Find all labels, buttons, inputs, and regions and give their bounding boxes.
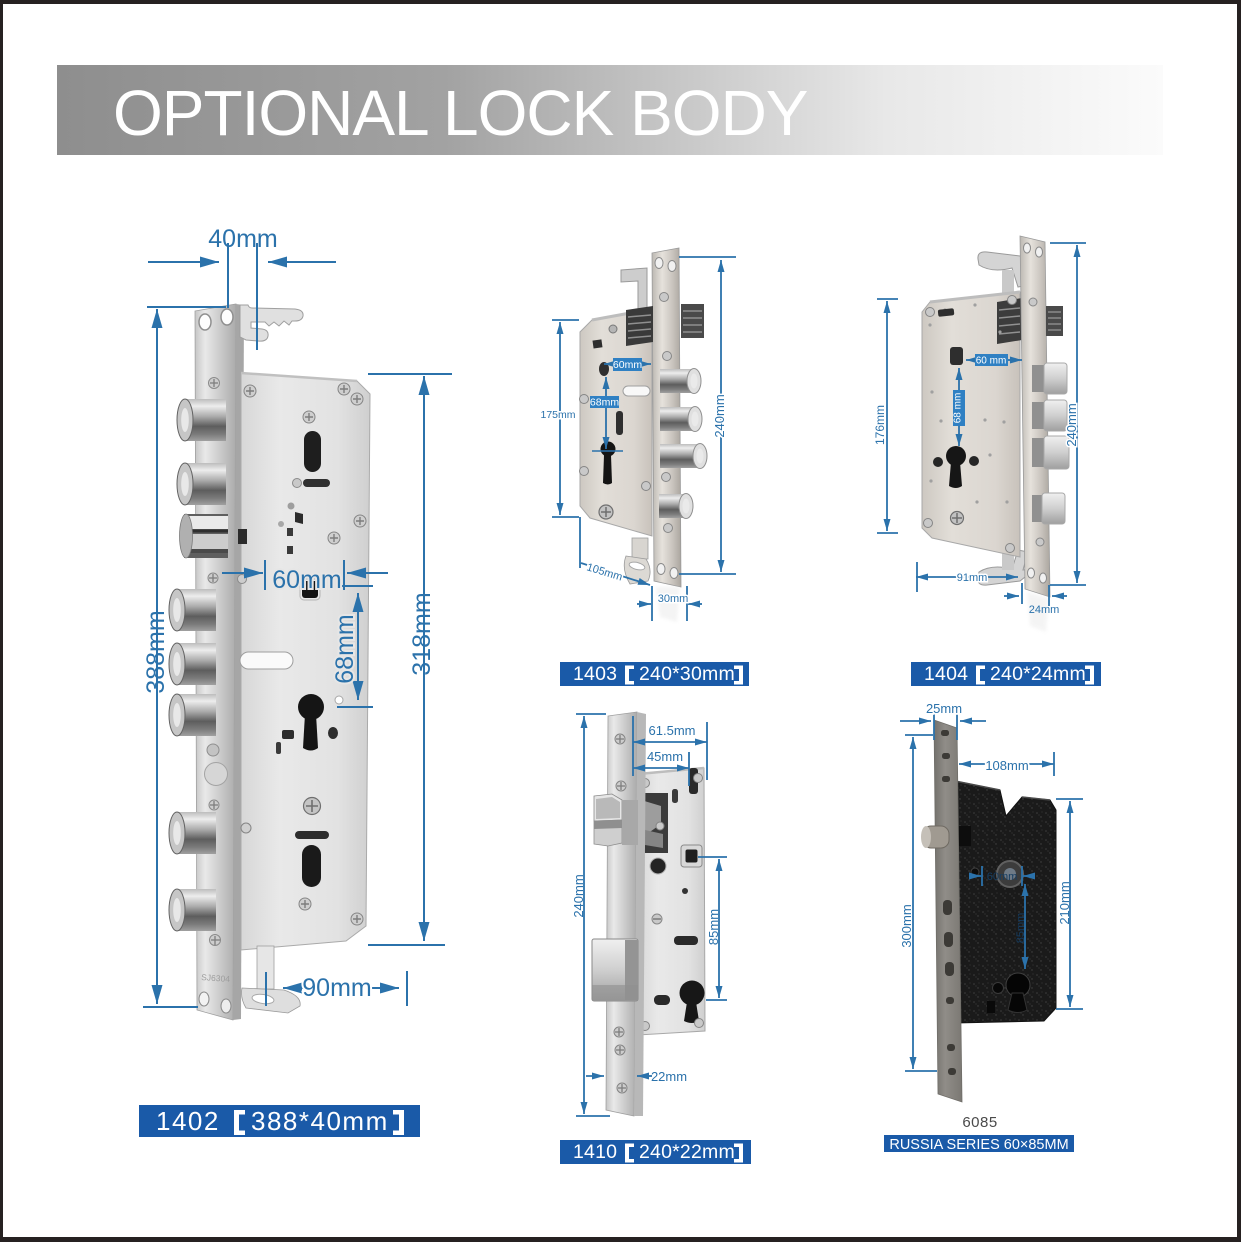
svg-text:RUSSIA SERIES 60×85MM: RUSSIA SERIES 60×85MM: [889, 1137, 1068, 1153]
svg-text:388*40mm: 388*40mm: [251, 1106, 389, 1136]
svg-text:22mm: 22mm: [651, 1069, 687, 1084]
svg-text:68 mm: 68 mm: [953, 393, 964, 424]
svg-text:108mm: 108mm: [985, 758, 1028, 773]
svg-text:1403: 1403: [573, 663, 617, 685]
svg-text:240mm: 240mm: [712, 394, 727, 437]
svg-text:OPTIONAL LOCK BODY: OPTIONAL LOCK BODY: [113, 77, 808, 149]
svg-text:1402: 1402: [156, 1106, 220, 1136]
svg-text:176mm: 176mm: [873, 405, 887, 445]
svg-text:388mm: 388mm: [142, 610, 170, 693]
svg-text:91mm: 91mm: [957, 572, 988, 584]
svg-text:318mm: 318mm: [408, 592, 436, 675]
svg-text:240*24mm: 240*24mm: [990, 663, 1086, 685]
svg-text:1404: 1404: [924, 663, 968, 685]
svg-text:60mm: 60mm: [613, 359, 642, 371]
svg-text:85mm: 85mm: [1015, 913, 1027, 944]
svg-text:240*30mm: 240*30mm: [639, 663, 735, 685]
svg-text:68mm: 68mm: [331, 614, 359, 683]
svg-text:6085: 6085: [962, 1114, 997, 1131]
svg-text:240*22mm: 240*22mm: [639, 1141, 735, 1163]
svg-text:30mm: 30mm: [658, 593, 689, 605]
svg-text:60mm: 60mm: [987, 871, 1018, 883]
svg-text:40mm: 40mm: [208, 225, 277, 253]
svg-text:60mm: 60mm: [272, 566, 341, 594]
svg-text:68mm: 68mm: [590, 397, 619, 409]
svg-text:300mm: 300mm: [899, 904, 914, 947]
svg-text:85mm: 85mm: [706, 909, 721, 945]
svg-text:175mm: 175mm: [540, 409, 575, 421]
svg-text:45mm: 45mm: [647, 749, 683, 764]
svg-text:90mm: 90mm: [302, 974, 371, 1002]
svg-text:210mm: 210mm: [1057, 881, 1072, 924]
svg-text:24mm: 24mm: [1029, 604, 1060, 616]
svg-text:25mm: 25mm: [926, 701, 962, 716]
svg-text:1410: 1410: [573, 1141, 617, 1163]
svg-text:240mm: 240mm: [571, 874, 586, 917]
svg-text:240mm: 240mm: [1064, 403, 1079, 446]
svg-text:61.5mm: 61.5mm: [649, 723, 696, 738]
svg-text:60 mm: 60 mm: [976, 356, 1007, 367]
svg-text:SJ6304: SJ6304: [201, 972, 231, 984]
